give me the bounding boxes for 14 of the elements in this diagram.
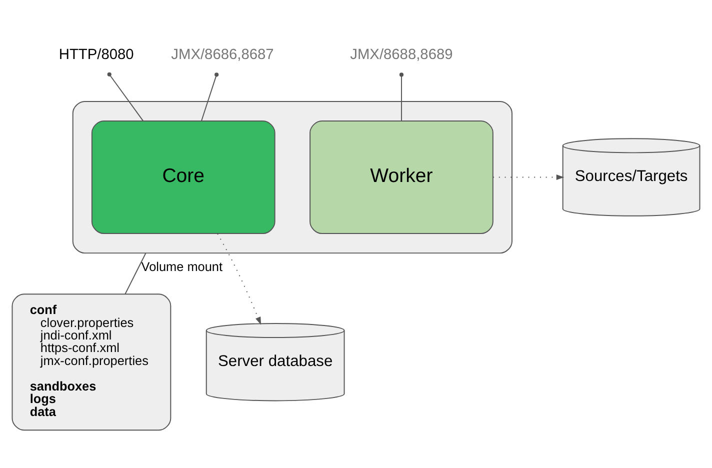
connector: [399, 72, 404, 122]
connector: [107, 72, 144, 122]
node-text: HTTP/8080: [58, 46, 134, 63]
cluster: [72, 101, 512, 254]
edge-label: Volume mount: [141, 259, 223, 274]
connector: [201, 72, 219, 122]
node-box: Core: [91, 120, 276, 234]
arrow: [492, 174, 564, 180]
node-text: JMX/8688,8689: [350, 46, 453, 63]
connector: [124, 252, 146, 294]
arrow: [217, 233, 262, 325]
node-box: conf clover.properties jndi-conf.xml https-conf.xml jmx-conf.properties sandboxes logs data: [12, 294, 172, 431]
node-box: Worker: [310, 120, 494, 234]
node-text: JMX/8686,8687: [171, 46, 274, 63]
